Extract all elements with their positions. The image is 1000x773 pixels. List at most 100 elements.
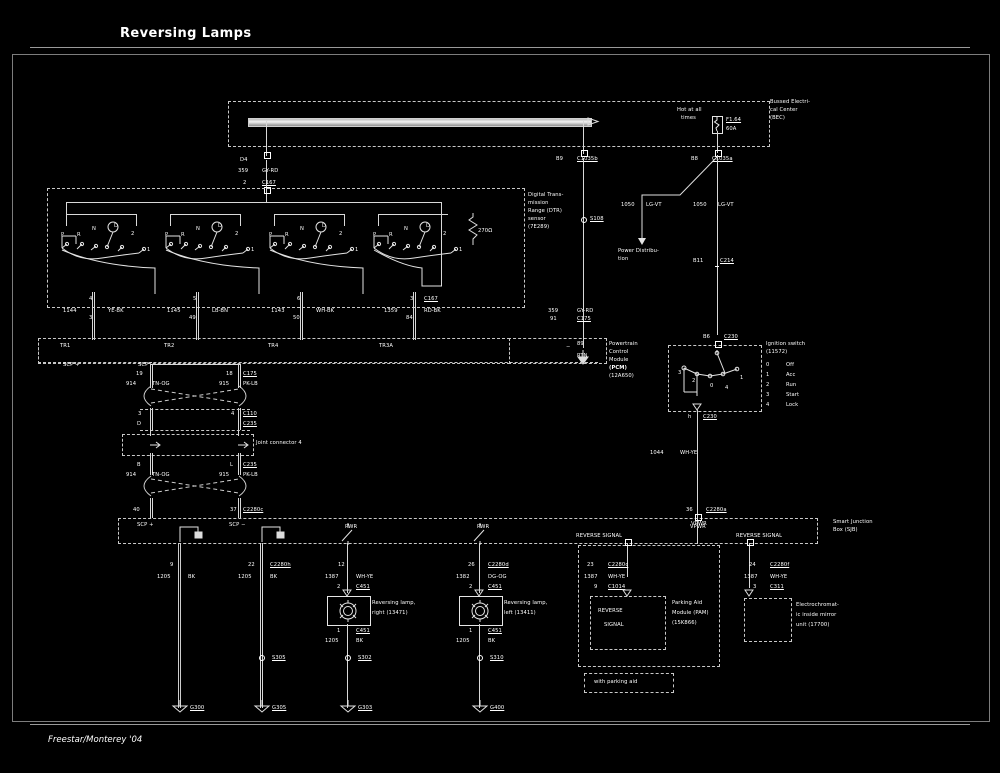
jc-bot-conn: C235 — [243, 462, 257, 468]
pd-wire-num: 1050 — [621, 202, 635, 208]
dtr-rail-right — [441, 202, 442, 286]
gnd1-pin: 9 — [170, 562, 174, 568]
sjb-gnd-feed-2 — [261, 526, 285, 542]
jc-top-right-pin: 18 — [226, 371, 233, 377]
dtr-b1-2: 2 — [131, 231, 135, 237]
dtr-label-5: (7E289) — [528, 224, 550, 230]
dtr-b4-top — [378, 214, 448, 215]
mirror-conn-icon — [744, 589, 754, 597]
lamp-r-splice: S302 — [358, 655, 372, 661]
gnd1-color: BK — [188, 574, 196, 580]
dtr-out3-pin: 6 — [297, 296, 301, 302]
lamp-r-outpin: 1 — [337, 628, 341, 634]
wire-bec-d4 — [266, 121, 267, 156]
dtr-b1-top — [66, 214, 136, 215]
dtr-b2-v — [240, 214, 241, 226]
jc-bot-left-pin: B — [137, 462, 141, 468]
ign-pos-1-name: Acc — [786, 372, 796, 378]
ign-top-conn: C230 — [724, 334, 738, 340]
pam-boundary — [578, 545, 720, 667]
mirror-feed-connector — [747, 539, 754, 546]
bec-label-2: cal Center — [770, 107, 798, 113]
dtr-b4-R: R — [389, 232, 393, 238]
pcm-label-1: Powertrain — [609, 341, 638, 347]
pam-feed-wire — [627, 543, 628, 577]
sjb-label-1: Smart Junction — [833, 519, 873, 525]
ign-out-label: VPWR — [691, 521, 707, 527]
dtr-out4-color: RD-BK — [424, 308, 441, 314]
lamp-r-splice-dot — [345, 655, 351, 661]
ign-bottom-pin: h — [688, 414, 692, 420]
gnd2-splice-dot — [259, 655, 265, 661]
lamp-l-pin: 26 — [468, 562, 475, 568]
ign-bottom-conn: C230 — [703, 414, 717, 420]
ignition-contacts-icon — [681, 350, 740, 396]
lamp-r-feed — [347, 543, 348, 593]
dtr-out4-num: 1359 — [384, 308, 398, 314]
scp-plus-label-1: SCP + — [63, 362, 80, 368]
bec-right-conn-id: C1035a — [712, 156, 733, 162]
jc-wire-tr — [238, 364, 239, 388]
pcm-rtn-pin: 89 — [577, 341, 584, 347]
jc-mid-conn2: C235 — [243, 421, 257, 427]
bec-right-pin: B8 — [691, 156, 699, 162]
dtr-out2-color: LB-BN — [212, 308, 229, 314]
connector-c214 — [715, 262, 719, 267]
gnd2-color: BK — [270, 574, 278, 580]
jc-top-right-wire: 915 — [219, 381, 230, 387]
lamp-l-splice-dot — [477, 655, 483, 661]
lamp-l-gnd-wire — [479, 624, 480, 708]
pam-box-label-1: REVERSE — [598, 608, 623, 614]
dtr-b1-D: D — [114, 223, 119, 229]
jc-dash-sep2 — [140, 430, 250, 431]
dtr-b3-P: P — [269, 232, 273, 238]
page-title: Reversing Lamps — [120, 26, 252, 41]
pcm-pin-tr2: TR2 — [164, 343, 175, 349]
jc-dash-sep1 — [140, 409, 250, 410]
dtr-out1-color: YE-BK — [108, 308, 124, 314]
dtr-b2-top — [170, 214, 240, 215]
ign-contact-0: 0 — [710, 383, 714, 389]
sjb-scp-plus: SCP + — [137, 522, 154, 528]
sjb-bottom-border — [118, 543, 818, 544]
gnd2-wire — [260, 543, 261, 708]
pcm-rtn-ground-icon — [577, 350, 589, 365]
busbar-arrow — [587, 117, 600, 126]
dtr-b1-v — [136, 214, 137, 226]
dtr-out3-num: 1143 — [271, 308, 285, 314]
dtr-rail-left — [66, 202, 67, 214]
dtr-out4-conn: C167 — [424, 296, 438, 302]
mirror-wire: 1387 — [744, 574, 758, 580]
sjb-scp-minus: SCP − — [229, 522, 246, 528]
fuse-rating: 60A — [726, 126, 737, 132]
lamp-r-wirenum: 1387 — [325, 574, 339, 580]
dtr-b4-2: 2 — [443, 231, 447, 237]
jc-wire-bl — [150, 453, 151, 475]
pam-conn: C1014 — [608, 584, 626, 590]
diagram-frame — [12, 54, 990, 722]
lamp-r-ground-label: G303 — [358, 705, 373, 711]
page-footer: Freestar/Monterey '04 — [48, 735, 143, 745]
jc-end-right-pin: 37 — [230, 507, 237, 513]
power-dist-label-1: Power Distribu- — [618, 248, 660, 254]
dtr-b2-N: N — [196, 226, 200, 232]
bec-label-1: Bussed Electri- — [770, 99, 811, 105]
jc-wire-er — [238, 498, 239, 518]
ign-pos-4-name: Lock — [786, 402, 799, 408]
gnd1-wire — [178, 543, 179, 708]
pcm-rtn-color: GY-RD — [577, 308, 594, 314]
jc-wire-mr2 — [240, 408, 241, 430]
jc-bot-left-color: TN-OG — [152, 472, 170, 478]
jc-top-left-wire: 914 — [126, 381, 137, 387]
dtr-b3-D: D — [322, 223, 327, 229]
mirror-name-3: unit (17700) — [796, 622, 830, 628]
lamp-r-outwire: 1205 — [325, 638, 339, 644]
ign-contact-1: 1 — [740, 375, 744, 381]
jc-wire-er2 — [240, 498, 241, 518]
sjb-right-border — [817, 518, 818, 544]
pcm-label-2: Control — [609, 349, 629, 355]
dtr-switch-4-icon — [373, 221, 459, 260]
ignition-part: (11572) — [766, 349, 788, 355]
ign-pos-3-num: 3 — [766, 392, 770, 398]
lamp-left-name-2: left (13411) — [504, 610, 536, 616]
